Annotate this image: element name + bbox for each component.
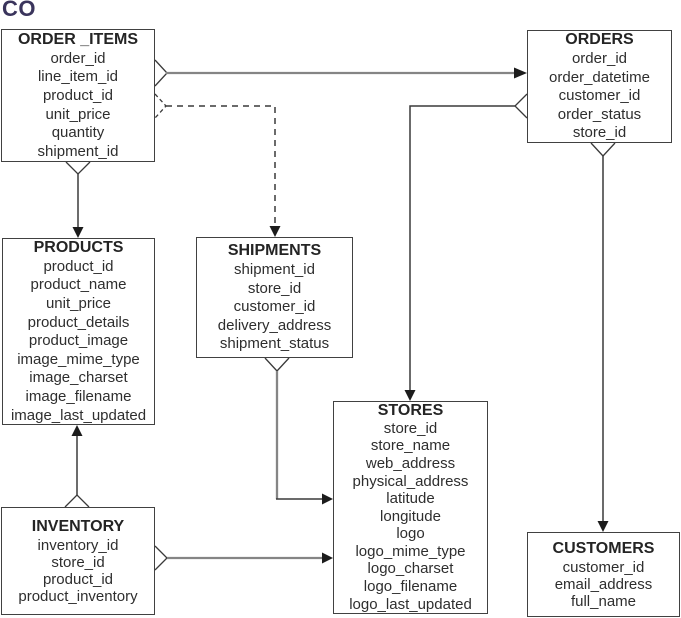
- table-field: order_id: [50, 49, 106, 67]
- arrowhead-icon: [322, 493, 333, 505]
- table-field: web_address: [365, 454, 456, 472]
- table-field: product_name: [30, 276, 127, 294]
- table-title: CUSTOMERS: [552, 539, 655, 557]
- table-field: inventory_id: [37, 536, 119, 554]
- table-field: shipment_id: [37, 142, 119, 160]
- arrowhead-icon: [597, 521, 609, 532]
- table-field: order_id: [571, 50, 628, 68]
- table-field: logo_filename: [363, 578, 458, 596]
- crow-foot-chevron-icon: [64, 494, 90, 508]
- table-field: logo_last_updated: [349, 595, 472, 613]
- table-field: line_item_id: [37, 68, 119, 86]
- table-field: latitude: [386, 490, 435, 508]
- table-field: delivery_address: [217, 316, 332, 334]
- table-title: PRODUCTS: [33, 238, 124, 256]
- relationship-inventory-products: [64, 425, 90, 508]
- relationship-order-items-shipments: [154, 93, 281, 237]
- crow-foot-chevron-icon: [154, 93, 167, 119]
- crow-foot-chevron-icon: [154, 59, 168, 87]
- table-field: longitude: [380, 507, 441, 525]
- table-field: quantity: [51, 124, 105, 142]
- crow-foot-chevron-icon: [154, 545, 168, 571]
- table-field: physical_address: [352, 472, 469, 490]
- table-field: product_id: [42, 86, 114, 104]
- relationship-order-items-products: [65, 161, 91, 238]
- relationship-inventory-stores: [154, 545, 333, 571]
- relationship-line-dashed: [166, 105, 276, 225]
- table-field: image_charset: [29, 369, 128, 387]
- table-field: email_address: [554, 575, 653, 593]
- table-field: full_name: [570, 593, 637, 611]
- table-field: image_last_updated: [10, 406, 147, 424]
- table-field: customer_id: [233, 298, 316, 316]
- table-title: ORDERS: [565, 31, 634, 49]
- table-field: product_id: [42, 571, 114, 588]
- relationship-shipments-stores: [264, 357, 333, 505]
- arrowhead-icon: [71, 425, 83, 436]
- arrowhead-icon: [514, 67, 527, 79]
- table-field: logo_mime_type: [355, 542, 466, 560]
- table-field: store_id: [383, 419, 438, 437]
- table-field: image_mime_type: [17, 350, 140, 368]
- table-field: customer_id: [562, 558, 645, 576]
- relationship-orders-customers: [590, 142, 616, 532]
- table-field: product_inventory: [18, 588, 138, 606]
- table-title: SHIPMENTS: [227, 242, 322, 260]
- arrowhead-icon: [322, 552, 333, 564]
- relationship-orders-stores: [404, 93, 528, 401]
- table-field: product_image: [28, 332, 129, 350]
- table-field: customer_id: [558, 87, 641, 105]
- table-field: product_details: [27, 313, 130, 331]
- table-title: ORDER _ITEMS: [17, 30, 138, 48]
- crow-foot-chevron-icon: [590, 142, 616, 157]
- table-title: INVENTORY: [31, 517, 125, 535]
- relationship-order-items-orders: [154, 59, 527, 87]
- arrowhead-icon: [404, 390, 416, 401]
- table-field: logo: [396, 525, 425, 543]
- table-field: order_status: [557, 105, 642, 123]
- relationship-line: [409, 105, 515, 390]
- table-field: unit_price: [45, 105, 111, 123]
- crow-foot-chevron-icon: [65, 161, 91, 175]
- table-field: unit_price: [45, 295, 112, 313]
- crow-foot-chevron-icon: [264, 357, 290, 372]
- table-field: shipment_id: [234, 261, 315, 279]
- arrowhead-icon: [72, 227, 84, 238]
- table-field: store_name: [370, 437, 451, 455]
- crow-foot-chevron-icon: [514, 93, 528, 119]
- table-field: logo_charset: [367, 560, 454, 578]
- schema-heading: CO: [2, 0, 36, 21]
- table-field: shipment_status: [219, 335, 330, 353]
- arrowhead-icon: [269, 226, 281, 237]
- table-field: store_id: [51, 553, 105, 571]
- table-field: order_datetime: [549, 68, 650, 86]
- table-field: product_id: [43, 257, 114, 275]
- table-field: store_id: [572, 124, 627, 142]
- table-title: STORES: [377, 401, 444, 419]
- table-field: image_filename: [25, 387, 132, 405]
- table-field: store_id: [247, 279, 302, 297]
